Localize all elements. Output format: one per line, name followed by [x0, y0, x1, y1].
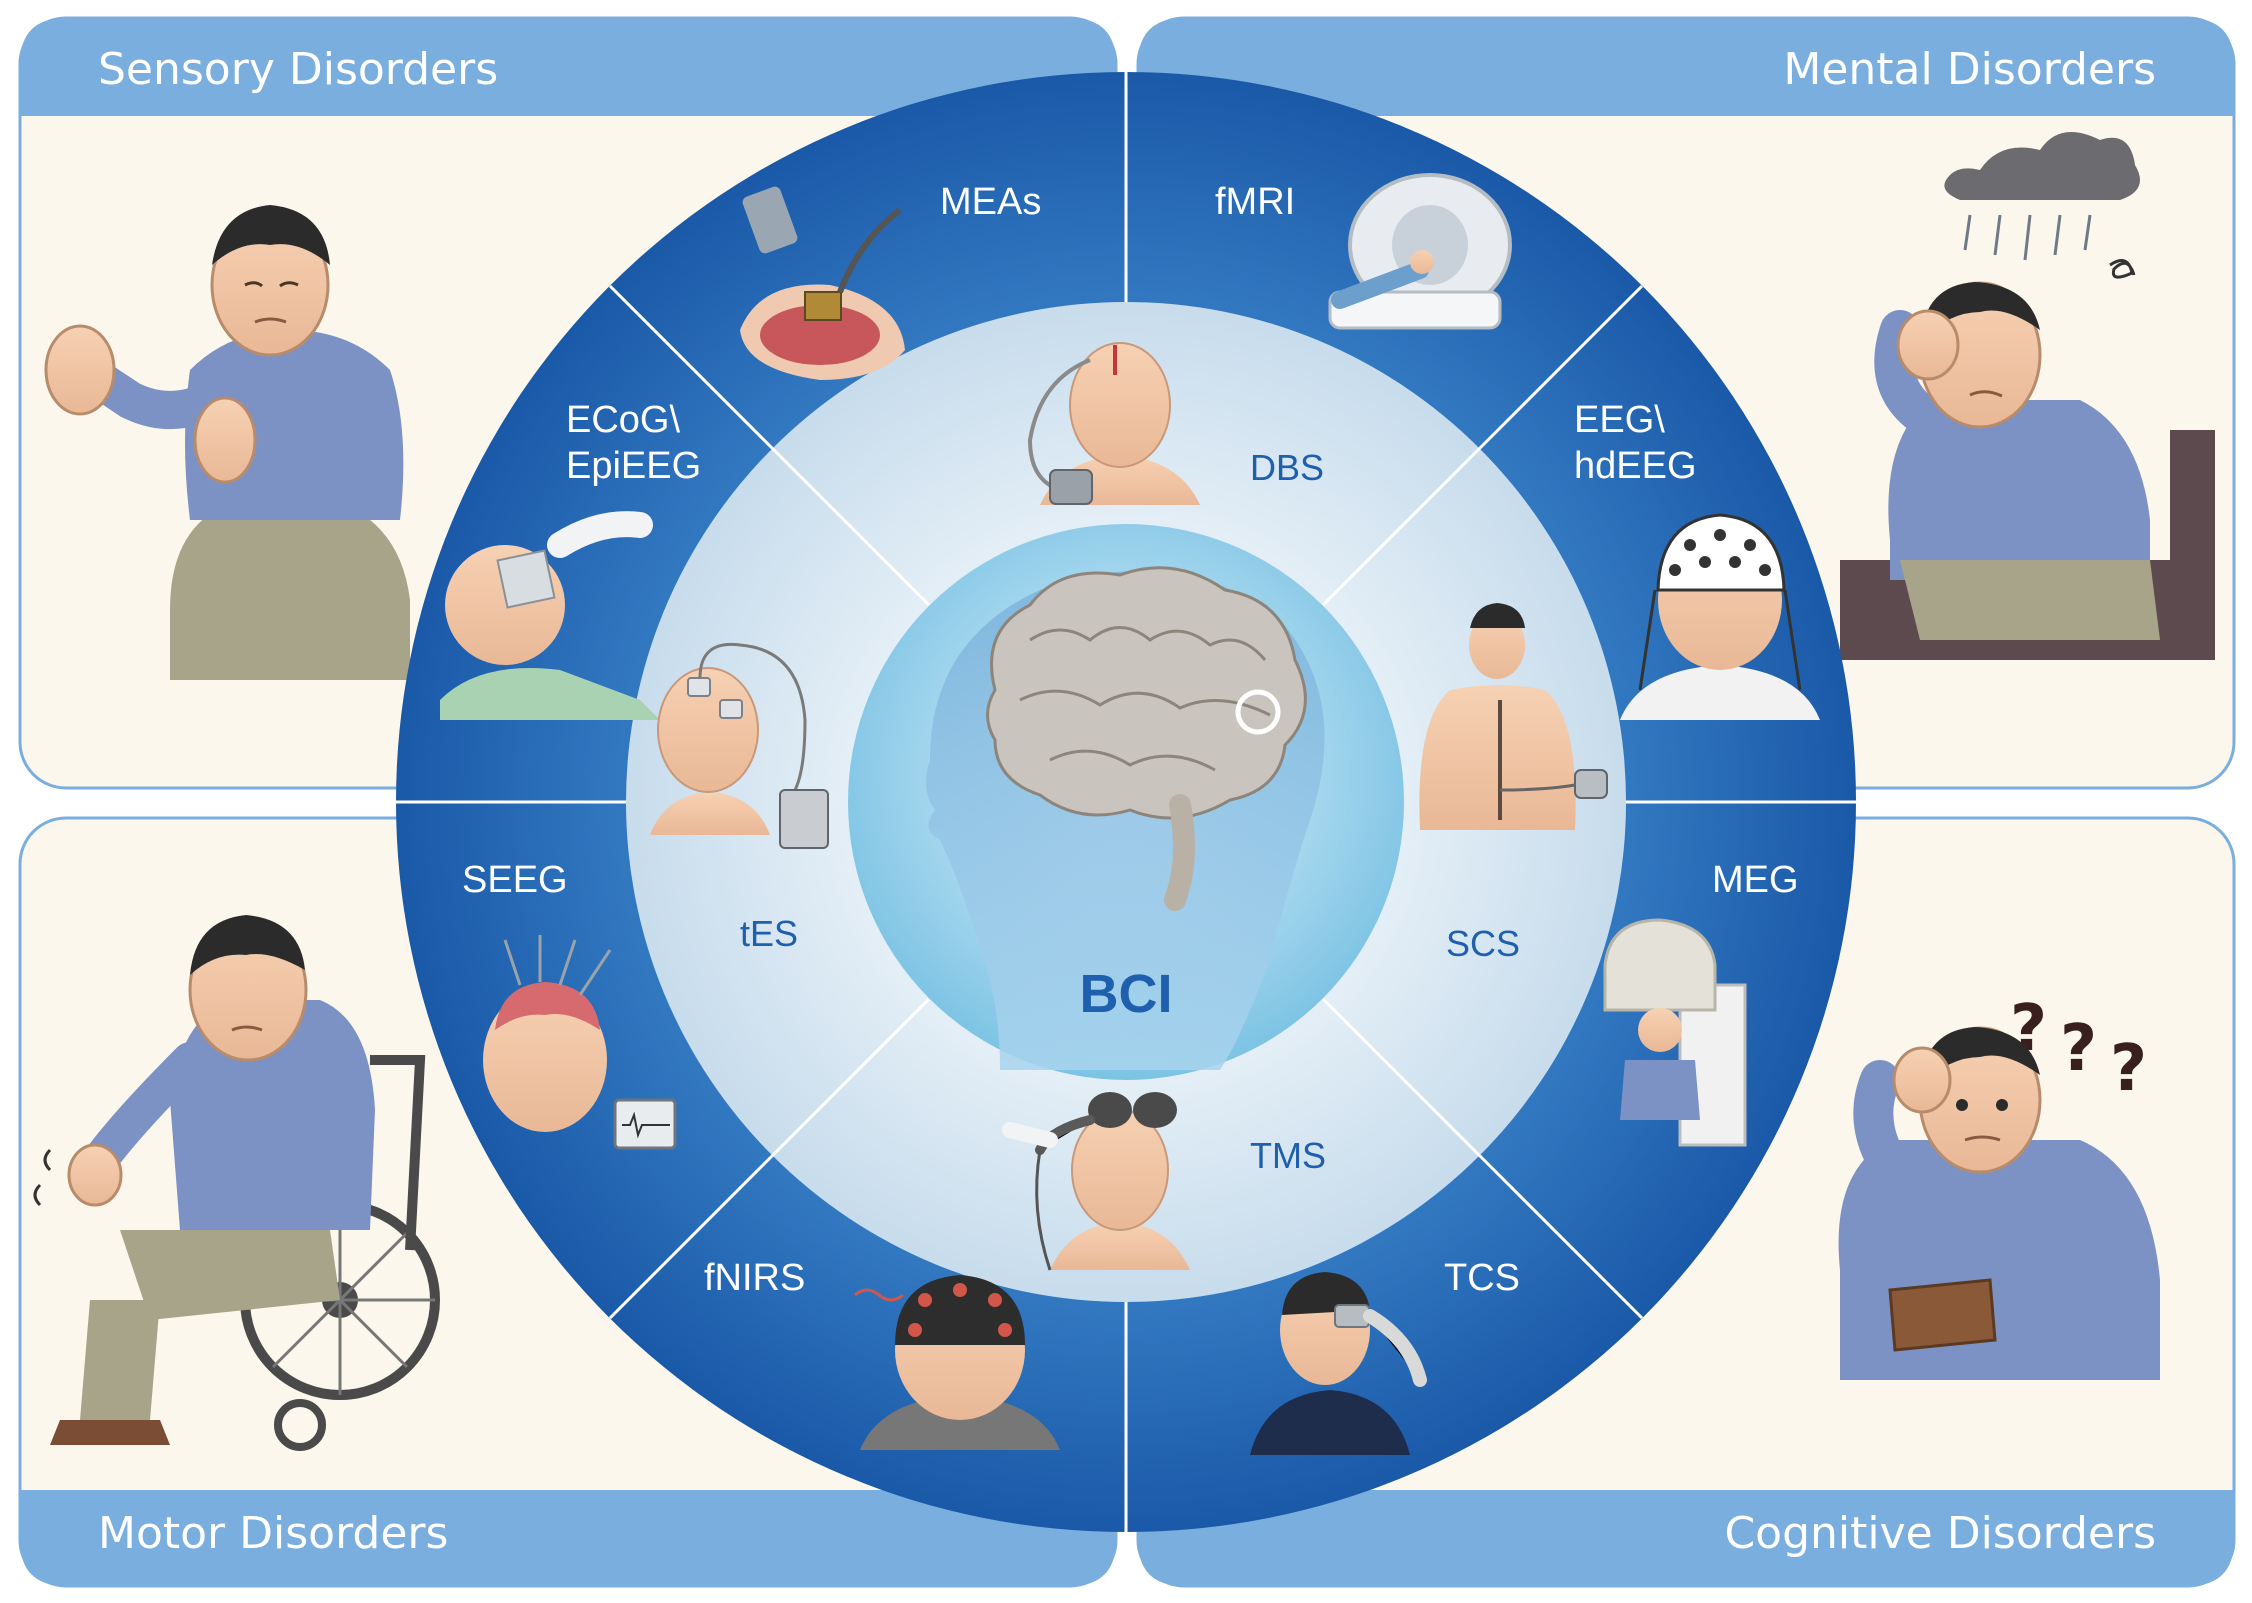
brain-icon — [986, 566, 1307, 911]
tcs-illustration — [1250, 1272, 1427, 1455]
label-meg: MEG — [1712, 859, 1799, 901]
motor-patient-illustration — [33, 915, 440, 1451]
bci-wheel: BCI MEAs fMRI ECoG\ EpiEEG EEG\ hdEEG SE… — [396, 72, 1856, 1532]
mental-patient-illustration — [1840, 132, 2215, 660]
tms-illustration — [1002, 1092, 1190, 1271]
inner-ring-dividers — [770, 446, 1482, 1158]
label-fnirs: fNIRS — [704, 1257, 805, 1299]
svg-text:?: ? — [2110, 1032, 2147, 1106]
svg-text:?: ? — [2060, 1012, 2097, 1086]
dbs-illustration — [1027, 342, 1200, 505]
fmri-illustration — [1328, 173, 1512, 330]
fnirs-illustration — [854, 1275, 1060, 1450]
sensory-patient-illustration — [44, 205, 410, 680]
title-mental-disorders: Mental Disorders — [1783, 44, 2156, 95]
title-sensory-disorders: Sensory Disorders — [98, 44, 498, 95]
cognitive-patient-illustration: ? ? ? — [1838, 992, 2160, 1380]
seeg-illustration — [483, 935, 677, 1150]
eeg-illustration — [1620, 513, 1820, 720]
bci-label: BCI — [1080, 964, 1173, 1024]
label-tms: TMS — [1250, 1135, 1326, 1176]
title-cognitive-disorders: Cognitive Disorders — [1724, 1508, 2156, 1559]
label-tcs: TCS — [1444, 1257, 1520, 1299]
label-ecog-line2: EpiEEG — [566, 445, 701, 487]
label-eeg-line2: hdEEG — [1574, 445, 1697, 487]
outer-ring-dividers — [396, 72, 1856, 1532]
label-eeg-line1: EEG\ — [1574, 399, 1665, 441]
title-motor-disorders: Motor Disorders — [98, 1508, 448, 1559]
label-scs: SCS — [1446, 923, 1520, 964]
label-dbs: DBS — [1250, 447, 1324, 488]
label-ecog-line1: ECoG\ — [566, 399, 680, 441]
meas-illustration — [740, 186, 905, 380]
tes-illustration — [650, 642, 829, 849]
label-tes: tES — [740, 913, 798, 954]
ecog-illustration — [440, 511, 660, 720]
label-fmri: fMRI — [1215, 181, 1295, 223]
scs-illustration — [1419, 603, 1608, 830]
meg-illustration — [1603, 918, 1747, 1147]
label-meas: MEAs — [940, 181, 1041, 223]
label-seeg: SEEG — [462, 859, 568, 901]
